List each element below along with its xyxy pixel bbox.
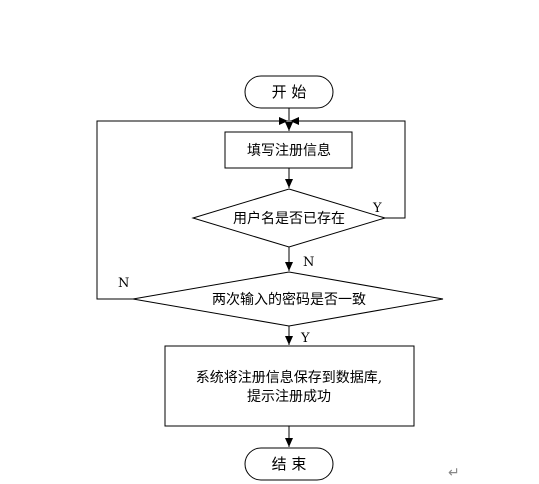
start-label: 开 始: [272, 83, 307, 101]
username-exists-no-label: N: [303, 255, 314, 270]
fill-info-box: [224, 131, 353, 169]
passwords-match-no-label: N: [118, 276, 129, 291]
loop-username-exists-yes: [290, 117, 406, 219]
username-exists-yes-label: Y: [372, 201, 382, 216]
loop-passwords-mismatch-no: [96, 117, 288, 300]
save-info-label-line1: 系统将注册信息保存到数据库,: [196, 369, 382, 386]
save-info-label-line2: 提示注册成功: [247, 389, 331, 405]
username-exists-label: 用户名是否已存在: [233, 210, 345, 227]
save-info-box: [164, 345, 415, 427]
passwords-match-yes-label: Y: [300, 331, 310, 346]
paragraph-mark: ↵: [448, 465, 460, 481]
fill-info-label: 填写注册信息: [247, 142, 331, 159]
passwords-match-label: 两次输入的密码是否一致: [212, 291, 366, 308]
end-terminator: [244, 447, 334, 481]
end-label: 结 束: [272, 455, 307, 473]
